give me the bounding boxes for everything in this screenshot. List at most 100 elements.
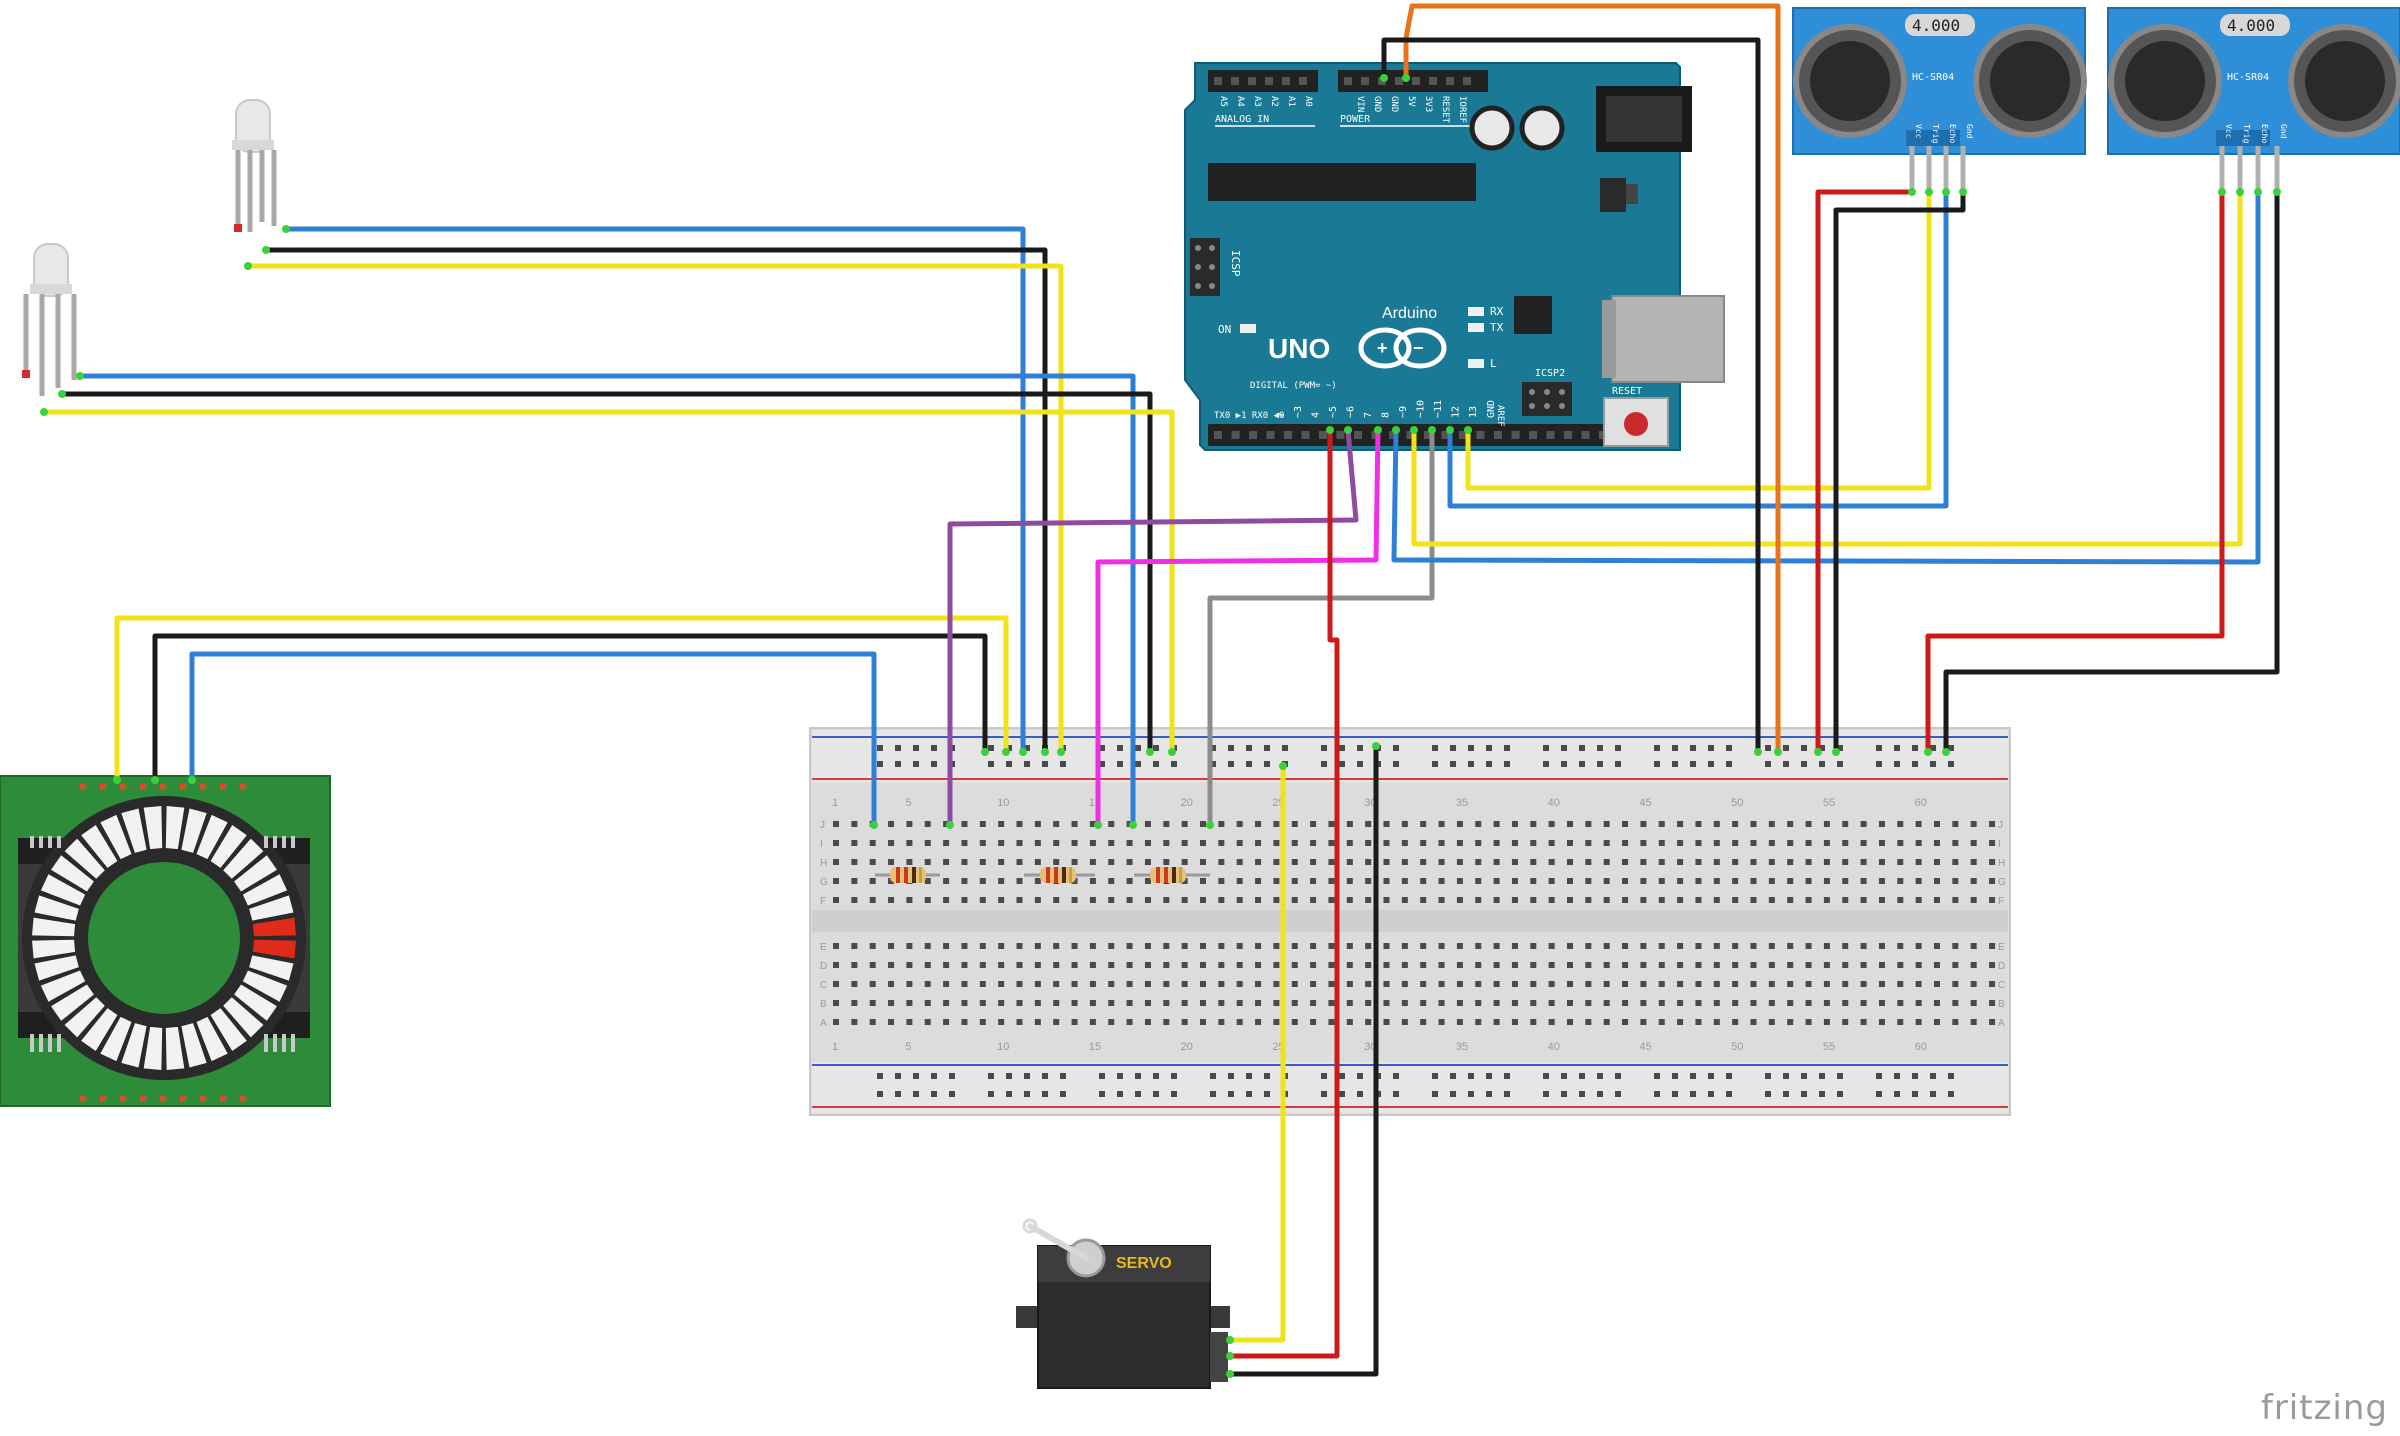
resistor-2: [1024, 867, 1095, 883]
capacitor: [1469, 105, 1565, 151]
wire-endpoint: [1057, 748, 1065, 756]
ultrasonic-sensor-2: 4.000 HC-SR04 Vcc Trig Echo Gnd: [2107, 7, 2400, 192]
sensor-2-pin-echo: Echo: [2260, 124, 2269, 143]
usb-chip: [1514, 296, 1552, 334]
sensor-2-pin-gnd: Gnd: [2279, 124, 2288, 139]
wire-red: [1925, 192, 2225, 752]
analog-pin-label: A5: [1218, 96, 1228, 107]
led-ring-segment: [165, 1026, 185, 1070]
led-ring-segment: [242, 970, 288, 1002]
resistor-1: [875, 867, 940, 883]
wire-endpoint: [1129, 821, 1137, 829]
wire-endpoint: [1374, 426, 1382, 434]
led-ring-segment: [100, 1016, 132, 1062]
row-letter: F: [1998, 896, 2004, 907]
wire-endpoint: [1094, 821, 1102, 829]
sensor-1-crystal: 4.000: [1912, 16, 1960, 35]
analog-pin-label: A2: [1269, 96, 1279, 107]
row-letter: E: [1998, 942, 2005, 953]
aref-label: AREF: [1495, 405, 1505, 427]
wire-endpoint: [1908, 188, 1916, 196]
icsp-label: ICSP: [1229, 250, 1242, 277]
column-number: 35: [1456, 797, 1468, 809]
digital-pin-label: 2: [1276, 412, 1287, 418]
digital-pin-label: 8: [1381, 412, 1392, 418]
led-ring-segment: [223, 997, 264, 1038]
led-ring-segment: [64, 997, 105, 1038]
servo-label: SERVO: [1116, 1255, 1172, 1272]
digital-pin-label: ~10: [1416, 400, 1427, 418]
wire-endpoint: [1380, 74, 1388, 82]
power-pin-label: GND: [1389, 96, 1399, 112]
reset-label: RESET: [1612, 386, 1642, 397]
column-number: 45: [1639, 1041, 1651, 1053]
column-number: 60: [1915, 1041, 1927, 1053]
sensor-2-crystal: 4.000: [2227, 16, 2275, 35]
column-number: 40: [1548, 797, 1560, 809]
wire-endpoint: [1372, 742, 1380, 750]
power-pin-label: 3V3: [1423, 96, 1433, 112]
sensor-2-pin-trig: Trig: [2242, 124, 2251, 143]
sensor-2-pin-vcc: Vcc: [2224, 124, 2233, 139]
sensor-2-pins: [2216, 130, 2280, 192]
tx-led-label: TX: [1490, 321, 1504, 334]
rgb-led-2: [22, 243, 77, 396]
row-letter: J: [1998, 820, 2003, 831]
wire-endpoint: [1446, 426, 1454, 434]
column-number: 50: [1731, 797, 1743, 809]
wire-endpoint: [1942, 748, 1950, 756]
column-number: 15: [1089, 1041, 1101, 1053]
analog-pin-label: A4: [1235, 96, 1245, 107]
wire-endpoint: [1942, 188, 1950, 196]
led-ring-segment: [242, 874, 288, 906]
row-letter: D: [820, 961, 827, 972]
wire-blue: [189, 651, 877, 825]
led-ring-segment: [40, 970, 86, 1002]
led-ring-segment: [234, 855, 277, 892]
wire-endpoint: [2218, 188, 2226, 196]
sensor-1-label: HC-SR04: [1912, 72, 1954, 83]
row-letter: C: [820, 980, 827, 991]
column-number: 10: [997, 797, 1009, 809]
led-ring-segment: [196, 814, 228, 860]
board-model-label: UNO: [1268, 333, 1330, 364]
led-ring-segments: [32, 806, 296, 1070]
wire-endpoint: [1754, 748, 1762, 756]
row-letter: I: [820, 839, 823, 850]
wire-blue: [1391, 192, 2261, 565]
led-ring-segment: [40, 874, 86, 906]
led-ring-segment: [32, 917, 76, 937]
wire-endpoint: [1206, 821, 1214, 829]
led-ring-segment: [100, 814, 132, 860]
led-ring-segment: [51, 855, 94, 892]
led-ring-segment: [51, 984, 94, 1021]
digital-pin-label: 7: [1363, 412, 1374, 418]
on-led: [1240, 324, 1256, 333]
row-letter: F: [820, 896, 826, 907]
row-letter: G: [820, 877, 828, 888]
wire-endpoint: [113, 776, 121, 784]
wire-endpoint: [1832, 748, 1840, 756]
column-number: 40: [1548, 1041, 1560, 1053]
sensor-1-pin-echo: Echo: [1948, 124, 1957, 143]
wire-endpoint: [1226, 1370, 1234, 1378]
wire-endpoint: [1344, 426, 1352, 434]
column-number: 50: [1731, 1041, 1743, 1053]
wire-endpoint: [1041, 748, 1049, 756]
wire-black: [152, 633, 988, 780]
power-pin-label: IOREF: [1457, 96, 1467, 123]
arduino-logo: + −: [1358, 327, 1447, 369]
wire-blue: [1447, 192, 1949, 509]
microcontroller-chip: [1208, 163, 1476, 201]
row-letter: G: [1998, 877, 2006, 888]
wire-black: [1381, 37, 1761, 752]
row-letter: B: [1998, 999, 2005, 1010]
digital-pin-label: ~3: [1293, 406, 1304, 418]
led-ring-segment: [249, 955, 294, 981]
sensor-2-label: HC-SR04: [2227, 72, 2269, 83]
wire-black: [1943, 192, 2280, 752]
wires: [44, 3, 2280, 1377]
power-pin-label: RESET: [1440, 96, 1450, 124]
wire-black: [266, 247, 1048, 752]
